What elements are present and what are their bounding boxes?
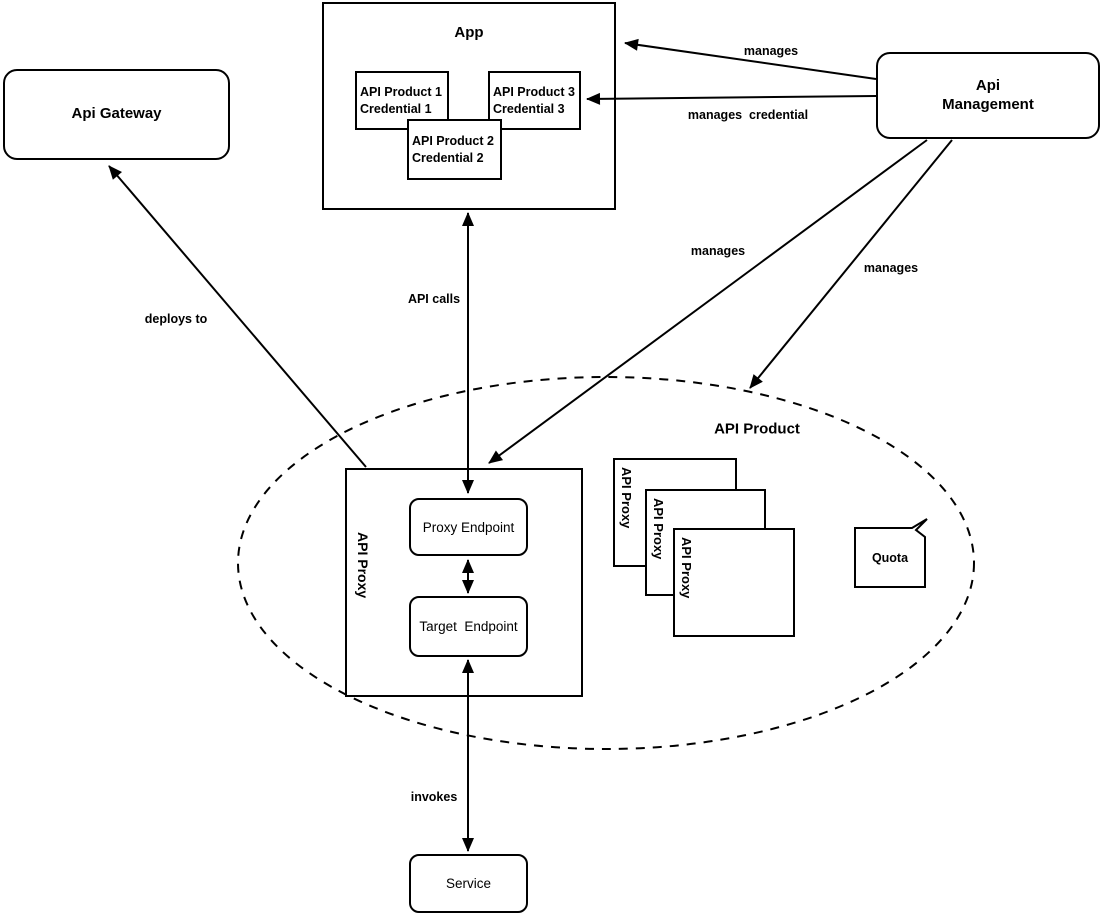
- api-management-line1: Api: [975, 76, 1001, 94]
- credential-2-credential: Credential 2: [412, 150, 484, 165]
- edge-label-api-calls: API calls: [407, 292, 461, 306]
- api-management-node: Api Management: [876, 52, 1100, 139]
- service-node: Service: [409, 854, 528, 913]
- edge-manages-product: [750, 140, 952, 389]
- target-endpoint-label: Target Endpoint: [419, 619, 518, 634]
- api-proxy-paper-3: API Proxy: [673, 528, 795, 637]
- edge-label-manages-proxy: manages: [690, 244, 746, 258]
- credential-1-credential: Credential 1: [360, 101, 432, 116]
- proxy-endpoint-node: Proxy Endpoint: [409, 498, 528, 556]
- api-management-line2: Management: [942, 95, 1034, 113]
- credential-3-product: API Product 3: [493, 85, 575, 100]
- edge-label-invokes: invokes: [410, 790, 458, 804]
- credential-2-product: API Product 2: [412, 134, 494, 149]
- edge-label-manages-app: manages: [743, 44, 799, 58]
- service-label: Service: [445, 876, 491, 891]
- proxy-endpoint-label: Proxy Endpoint: [422, 519, 515, 535]
- api-gateway-node: Api Gateway: [3, 69, 230, 160]
- app-title: App: [454, 24, 484, 41]
- edge-label-manages-credential: manages credential: [687, 108, 809, 122]
- quota-note-label: Quota: [871, 550, 909, 565]
- edge-manages-credential: [586, 92, 876, 105]
- credential-1-product: API Product 1: [360, 85, 442, 100]
- api-product-group-label: API Product: [714, 420, 800, 438]
- edge-label-deploys-to: deploys to: [144, 312, 208, 326]
- credential-box-1: API Product 1 Credential 1: [355, 71, 449, 130]
- credential-box-3: API Product 3 Credential 3: [488, 71, 581, 130]
- api-proxy-paper-1-label: API Proxy: [619, 467, 634, 529]
- api-proxy-label: API Proxy: [355, 532, 371, 599]
- api-proxy-paper-2-label: API Proxy: [651, 498, 666, 560]
- api-proxy-paper-3-label: API Proxy: [679, 537, 694, 599]
- api-gateway-label: Api Gateway: [71, 105, 162, 123]
- target-endpoint-node: Target Endpoint: [409, 596, 528, 657]
- edge-label-manages-product: manages: [863, 261, 919, 275]
- api-management-label: Api Management: [942, 77, 1034, 115]
- credential-box-2: API Product 2 Credential 2: [407, 119, 502, 180]
- credential-3-credential: Credential 3: [493, 101, 565, 116]
